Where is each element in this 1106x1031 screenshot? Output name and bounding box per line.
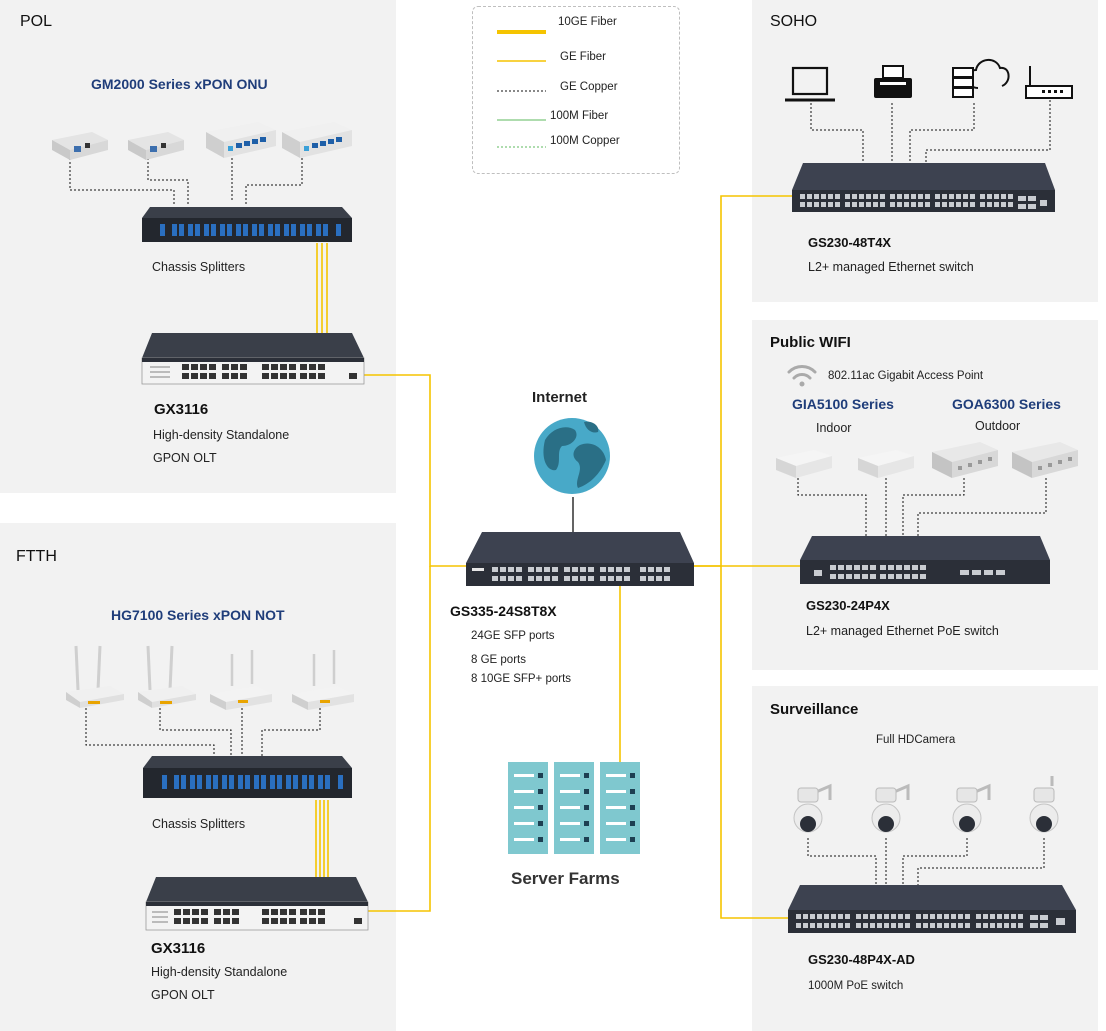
surveillance-title: Surveillance	[770, 701, 859, 718]
olt-device	[145, 877, 369, 931]
pol-olt-model: GX3116	[154, 401, 209, 418]
core-switch	[466, 532, 694, 586]
pol-title: POL	[20, 13, 53, 30]
indoor-ap-icon	[776, 450, 832, 478]
onu-icon	[282, 122, 352, 158]
wifi-model: GS230-24P4X	[806, 598, 890, 613]
wireless-ont-icon	[210, 650, 272, 710]
olt-device	[141, 333, 365, 385]
core-port-line-2: 8 GE ports	[471, 654, 526, 666]
outdoor-ap-icon	[1012, 442, 1078, 478]
server-rack-icon	[508, 762, 640, 854]
wireless-ont-icon	[138, 645, 196, 708]
surveillance-panel	[752, 686, 1098, 1031]
onu-icon	[206, 122, 276, 158]
legend-lines	[497, 30, 546, 148]
pol-series: GM2000 Series xPON ONU	[91, 76, 268, 92]
legend-label-100m-copper: 100M Copper	[550, 135, 620, 147]
wifi-title: Public WIFI	[770, 334, 851, 351]
soho-panel	[752, 0, 1098, 302]
ftth-olt-desc1: High-density Standalone	[151, 965, 288, 979]
wifi-outdoor-series: GOA6300 Series	[952, 396, 1061, 412]
wifi-icon	[787, 365, 817, 387]
fiber-links	[315, 195, 800, 919]
wireless-ont-icon	[66, 645, 124, 708]
core-port-line-1: 24GE SFP ports	[471, 630, 555, 642]
onu-icon	[52, 132, 108, 160]
onu-icon	[128, 132, 184, 160]
dome-camera-icon	[1029, 776, 1059, 833]
printer-icon	[874, 65, 912, 98]
ftth-splitter-label: Chassis Splitters	[152, 817, 246, 831]
dome-camera-icon	[871, 783, 910, 833]
wifi-indoor-label: Indoor	[816, 421, 852, 435]
soho-desc: L2+ managed Ethernet switch	[808, 260, 974, 274]
surveillance-camera-label: Full HDCamera	[876, 734, 956, 746]
server-farms-label: Server Farms	[511, 869, 620, 888]
pol-panel	[0, 0, 396, 493]
chassis-splitter	[142, 207, 352, 242]
legend-label-100m-fiber: 100M Fiber	[550, 110, 609, 122]
legend-label-ge-fiber: GE Fiber	[560, 51, 607, 63]
soho-title: SOHO	[770, 13, 818, 30]
pol-olt-desc2: GPON OLT	[153, 451, 217, 465]
server-cloud-icon	[952, 59, 1010, 98]
globe-icon	[534, 418, 610, 494]
legend-label-10ge-fiber: 10GE Fiber	[558, 16, 617, 28]
router-icon	[1025, 66, 1073, 99]
wireless-ont-icon	[292, 650, 354, 710]
wifi-indoor-series: GIA5100 Series	[792, 396, 894, 412]
wifi-switch	[800, 536, 1050, 584]
wifi-desc: L2+ managed Ethernet PoE switch	[806, 624, 999, 638]
surveillance-switch	[788, 885, 1076, 933]
outdoor-ap-icon	[932, 442, 998, 478]
core-model: GS335-24S8T8X	[450, 603, 557, 619]
pol-olt-desc1: High-density Standalone	[153, 428, 290, 442]
dome-camera-icon	[952, 783, 991, 833]
internet-label: Internet	[532, 389, 588, 406]
ftth-title: FTTH	[16, 548, 57, 565]
surveillance-desc: 1000M PoE switch	[808, 980, 904, 992]
copper-links	[69, 100, 1051, 885]
pol-splitter-label: Chassis Splitters	[152, 260, 246, 274]
legend-label-ge-copper: GE Copper	[560, 81, 618, 93]
wifi-ap-label: 802.11ac Gigabit Access Point	[828, 370, 984, 382]
chassis-splitter	[143, 756, 352, 798]
soho-model: GS230-48T4X	[808, 235, 892, 250]
surveillance-model: GS230-48P4X-AD	[808, 952, 915, 967]
laptop-icon	[785, 66, 835, 102]
ftth-olt-desc2: GPON OLT	[151, 988, 215, 1002]
wifi-outdoor-label: Outdoor	[975, 419, 1021, 433]
indoor-ap-icon	[858, 450, 914, 478]
core-port-line-3: 8 10GE SFP+ ports	[471, 673, 572, 685]
ftth-series: HG7100 Series xPON NOT	[111, 607, 285, 623]
ftth-olt-model: GX3116	[151, 940, 206, 957]
soho-switch	[792, 163, 1055, 212]
dome-camera-icon	[793, 783, 832, 833]
